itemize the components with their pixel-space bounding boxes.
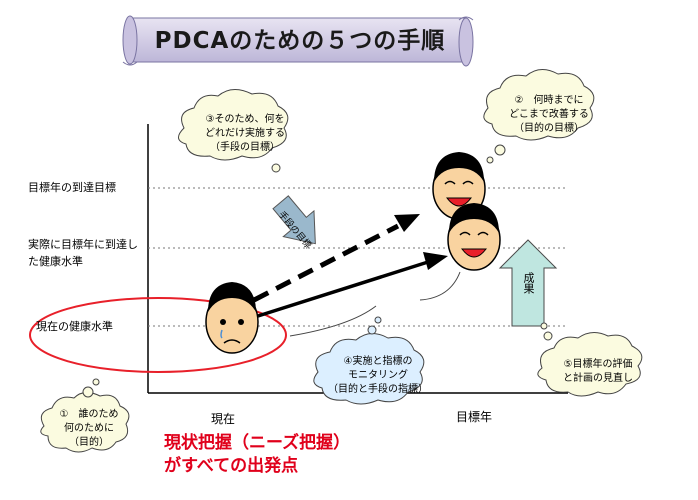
solid-arrow-head — [423, 252, 448, 270]
up-block-arrow — [498, 239, 558, 327]
y-label-current: 現在の健康水準 — [36, 320, 113, 333]
down-block-arrow — [272, 195, 316, 245]
cloud-5 — [537, 322, 643, 397]
current-status-ellipse — [29, 297, 287, 373]
monitor-connector — [289, 305, 377, 337]
cloud-4-text: ④実施と指標の モニタリング （目的と手段の指標） — [328, 356, 428, 395]
cloud-5-text: ⑤目標年の評価 と計画の見直し — [563, 359, 633, 384]
cloud-1 — [40, 378, 130, 453]
cloud-4 — [313, 316, 425, 405]
y-label-target: 目標年の到達目標 — [28, 181, 116, 194]
achieved-connector — [419, 271, 461, 301]
dashed-arrow-head — [394, 214, 420, 232]
y-label-achieved: 実際に目標年に到達した健康水準 — [28, 238, 138, 268]
dashed-arrow — [252, 223, 400, 303]
cloud-2 — [483, 69, 595, 164]
face-current — [205, 282, 259, 354]
page-title: PDCAのための５つの手順 — [154, 28, 446, 54]
x-label-end: 目標年 — [456, 410, 493, 424]
cloud-1-text: ① 誰のため 何のために （目的） — [59, 409, 119, 448]
x-label-start: 現在 — [211, 412, 236, 426]
footer-line-2: がすべての出発点 — [164, 456, 299, 476]
title-scroll — [122, 15, 474, 67]
cloud-3-text: ③そのため、何を どれだけ実施する （手段の目標） — [205, 114, 285, 153]
up-arrow-label: 成果 — [522, 272, 535, 294]
cloud-3 — [178, 89, 289, 173]
face-achieved — [447, 203, 501, 271]
footer-line-1: 現状把握（ニーズ把握） — [164, 433, 351, 453]
solid-arrow — [257, 260, 429, 318]
cloud-2-text: ② 何時までに どこまで改善する （目的の目標） — [509, 95, 589, 134]
